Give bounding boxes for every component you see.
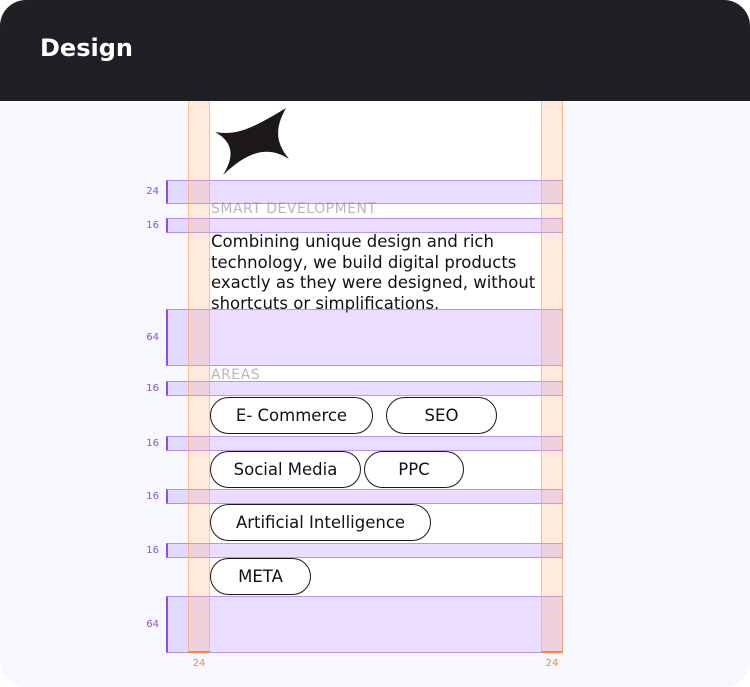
spacing-guide <box>166 489 563 504</box>
tag-artificial-intelligence[interactable]: Artificial Intelligence <box>210 504 431 541</box>
spacing-guide <box>166 218 563 233</box>
tag-social-media[interactable]: Social Media <box>210 451 361 488</box>
spacing-label: 16 <box>146 438 159 449</box>
tag-e-commerce[interactable]: E- Commerce <box>210 397 373 434</box>
left-margin-guide <box>188 101 210 653</box>
eyebrow-smart-development: SMART DEVELOPMENT <box>211 201 377 217</box>
spacing-label: 64 <box>146 619 159 630</box>
spacing-label: 24 <box>146 186 159 197</box>
star-logo-icon <box>215 108 289 175</box>
spacing-guide <box>166 381 563 396</box>
spacing-label: 16 <box>146 545 159 556</box>
spacing-label: 16 <box>146 220 159 231</box>
tag-ppc[interactable]: PPC <box>364 451 464 488</box>
spacing-guide <box>166 309 563 366</box>
tag-seo[interactable]: SEO <box>386 397 497 434</box>
description-text: Combining unique design and rich technol… <box>211 232 536 313</box>
right-margin-guide <box>541 101 563 653</box>
eyebrow-areas: AREAS <box>211 367 261 383</box>
spacing-guide <box>166 596 563 653</box>
left-margin-label: 24 <box>192 658 206 669</box>
right-margin-baseline <box>541 651 563 653</box>
header-title: Design <box>40 34 133 62</box>
spacing-guide <box>166 543 563 558</box>
spacing-label: 64 <box>146 332 159 343</box>
header-bar: Design <box>0 0 750 101</box>
spacing-guide <box>166 180 563 204</box>
right-margin-label: 24 <box>545 658 559 669</box>
spacing-guide <box>166 436 563 451</box>
spacing-label: 16 <box>146 491 159 502</box>
spacing-label: 16 <box>146 383 159 394</box>
left-margin-baseline <box>188 651 210 653</box>
tag-meta[interactable]: META <box>210 558 311 595</box>
